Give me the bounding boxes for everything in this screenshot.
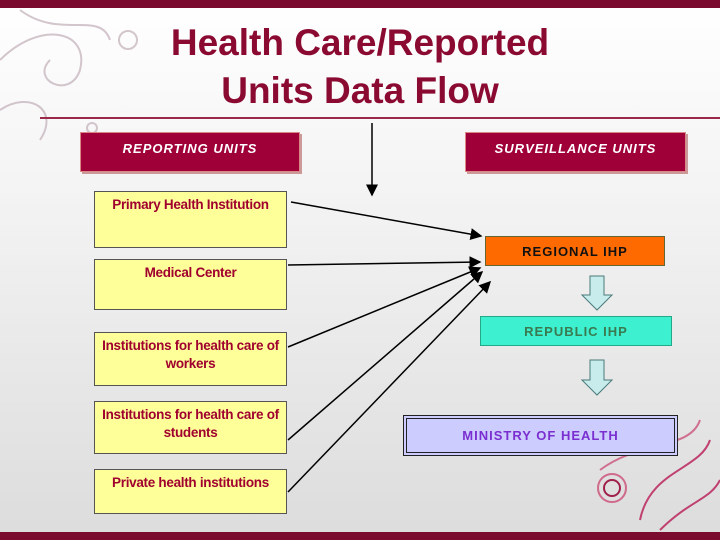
down-arrow-2 [580,359,614,396]
arrow-primary [290,201,483,241]
down-arrow-1 [580,275,614,311]
republic-ihp-box: REPUBLIC IHP [480,316,672,346]
reporting-units-header: REPORTING UNITS [80,132,300,172]
arrow-students [287,271,484,441]
arrow-medical [287,256,482,269]
unit-workers-health-care: Institutions for health care of workers [94,332,287,386]
regional-ihp-box: REGIONAL IHP [485,236,665,266]
title-divider [40,117,720,119]
top-band [0,0,720,8]
title-line-1: Health Care/Reported [170,22,550,63]
title-line-2: Units Data Flow [221,70,499,111]
arrow-private [287,280,492,493]
surveillance-units-header: SURVEILLANCE UNITS [465,132,686,172]
unit-private-health-institutions: Private health institutions [94,469,287,514]
unit-medical-center: Medical Center [94,259,287,310]
unit-primary-health-institution: Primary Health Institution [94,191,287,248]
arrow-workers [287,266,482,348]
ministry-of-health-box: MINISTRY OF HEALTH [403,415,678,456]
unit-students-health-care: Institutions for health care of students [94,401,287,454]
bottom-band [0,532,720,540]
